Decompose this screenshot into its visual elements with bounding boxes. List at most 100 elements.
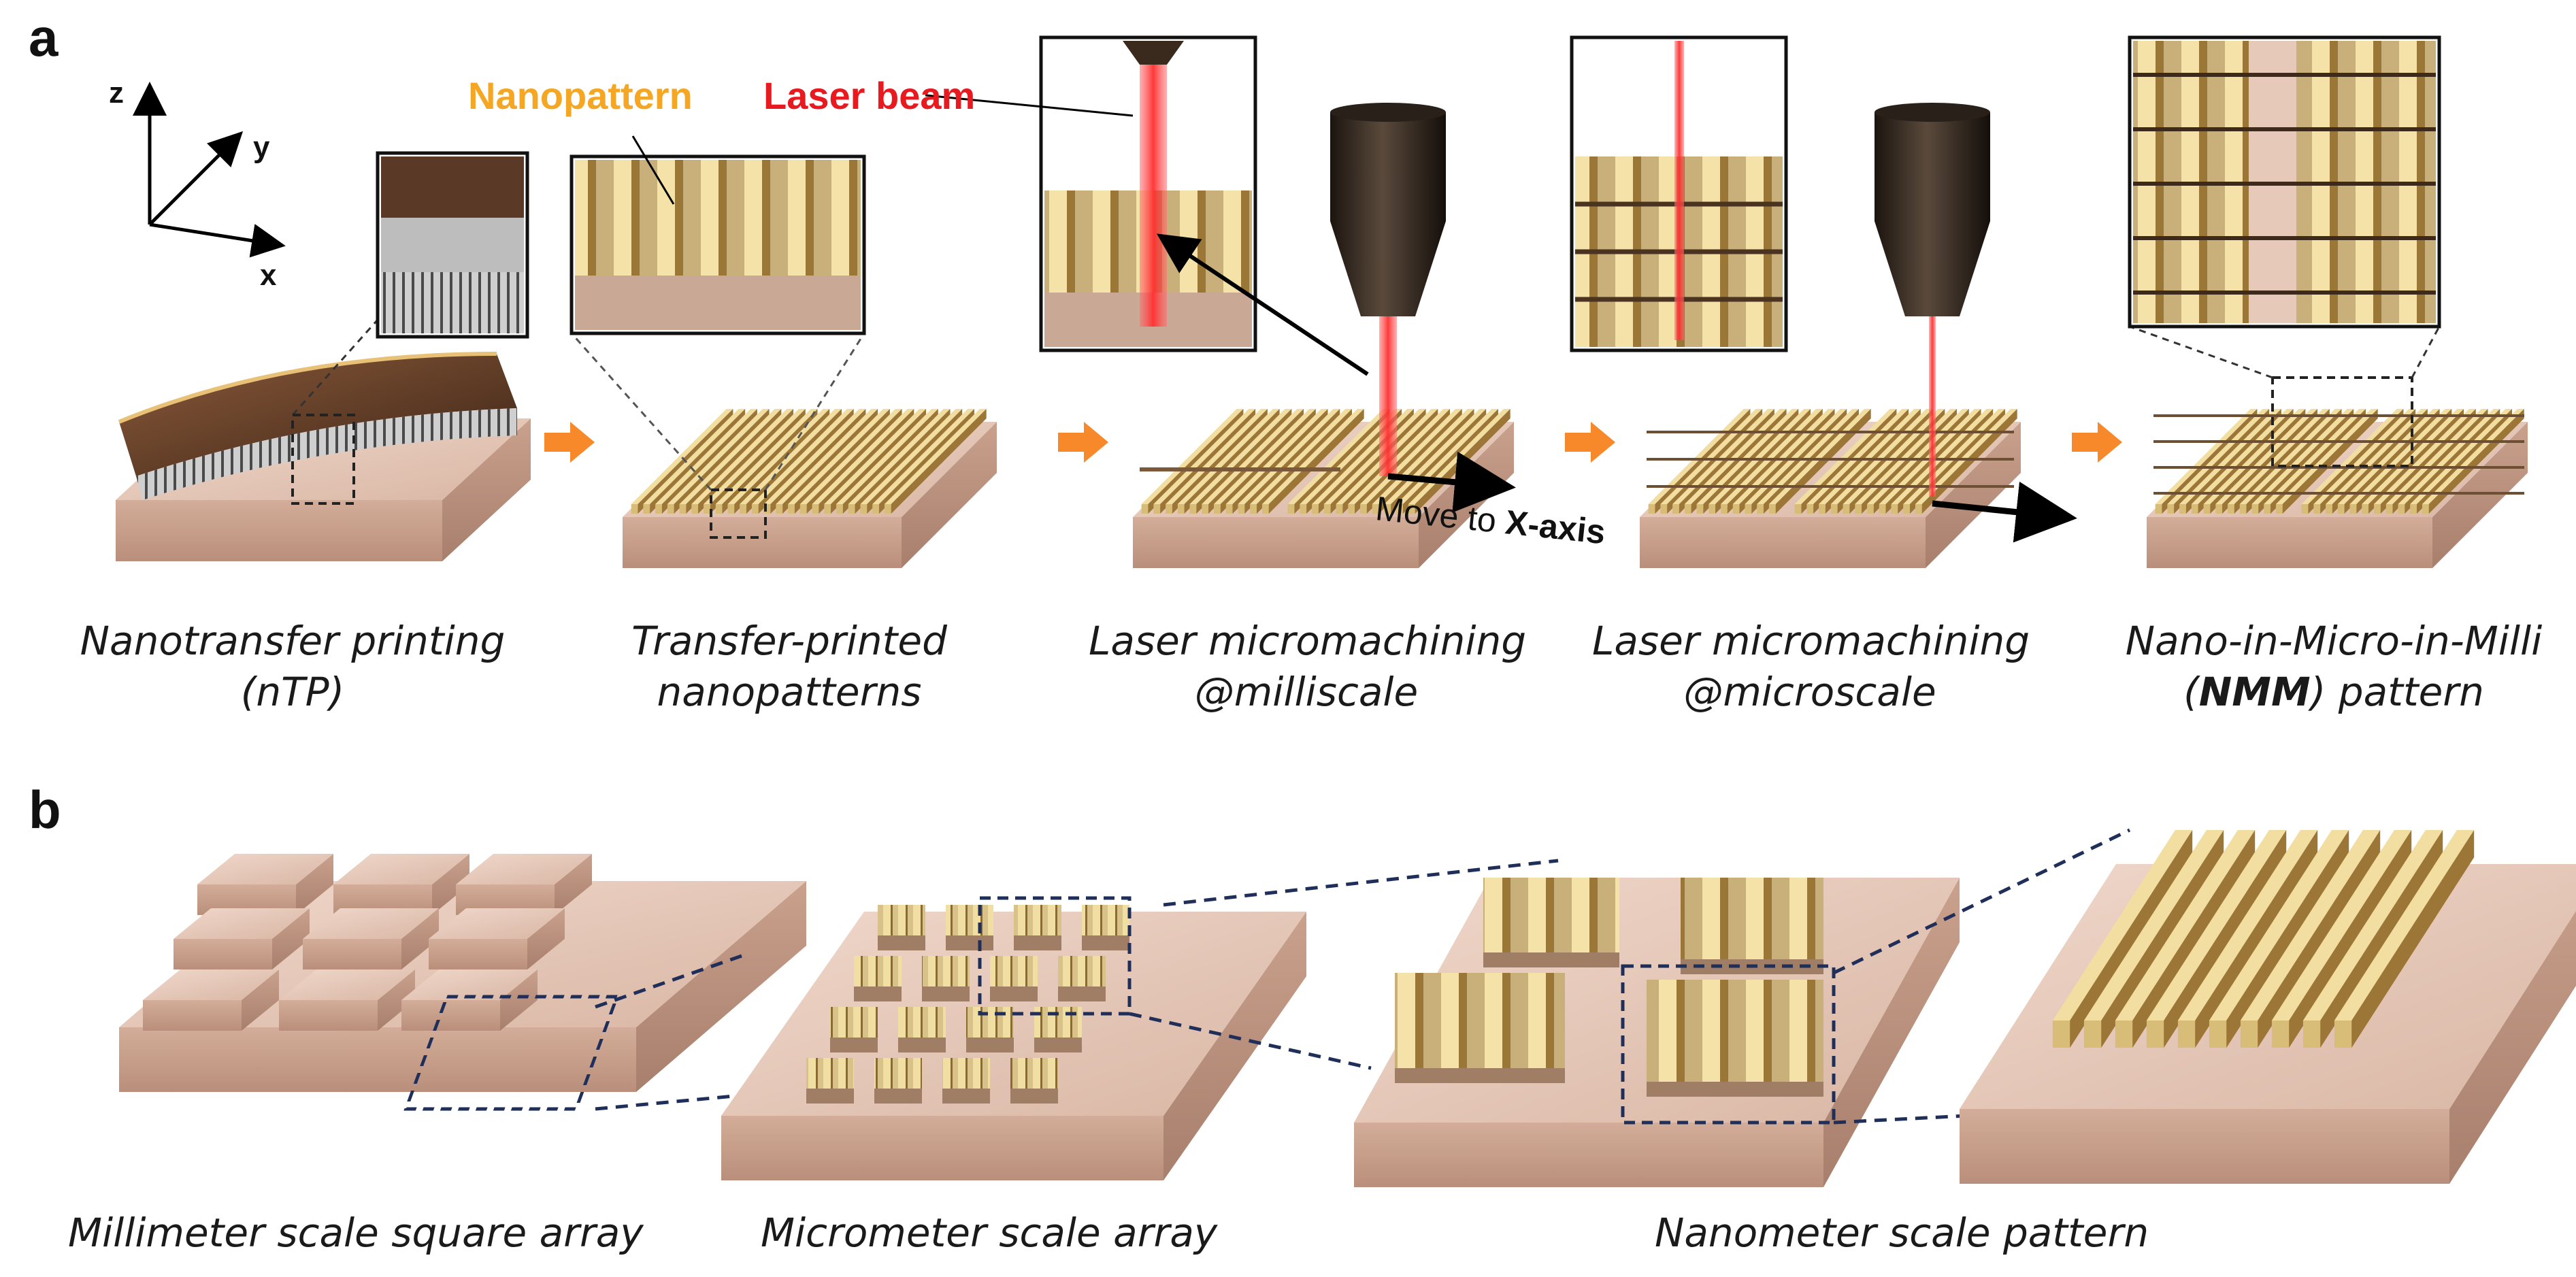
nmm-ridge-left-front	[2251, 504, 2259, 514]
tp-ridge-front	[704, 504, 710, 514]
axis-label-y: y	[253, 131, 270, 164]
nmm-ridge-right-top	[2422, 409, 2524, 504]
step-caption-line1: Nano-in-Micro-in-Milli	[2125, 618, 2543, 664]
tp-ridge-front	[751, 504, 759, 514]
nmm-ridge-left-front	[2155, 504, 2162, 514]
step-caption-line2: @milliscale	[1194, 669, 1419, 716]
b1-square-4-side	[401, 908, 439, 969]
ms-nozzle-cap	[1330, 103, 1446, 122]
b-connector-3a	[1832, 828, 2131, 975]
b4-ridge-side	[2195, 830, 2318, 1048]
b4-ridge-top	[2209, 830, 2349, 1021]
tp-ridge-top	[643, 409, 746, 504]
ms-ridge-left-front	[1214, 504, 1221, 514]
nmm-ridge-right-top	[2349, 409, 2452, 504]
tp-ridge-front	[631, 504, 638, 514]
b3-block-2	[1395, 973, 1565, 1068]
nmm-ridge-left-top	[2167, 409, 2270, 504]
ms-ridge-right-top	[1300, 409, 1402, 504]
tp-ridge-top	[812, 409, 914, 504]
b1-substrate-front	[119, 1027, 636, 1092]
b3-block-3	[1647, 980, 1823, 1082]
nmm-ridge-left-front	[2167, 504, 2175, 514]
tp-ridge-front	[691, 504, 699, 514]
b1-square-8-top	[401, 969, 538, 1000]
tp-ridge-front	[679, 504, 687, 514]
step-caption-microscale: Laser micromachining @microscale	[1592, 616, 2030, 718]
b3-substrate-side	[1823, 878, 1960, 1187]
b2-cell-front	[1082, 935, 1129, 950]
nmm-rest: ) pattern	[2310, 669, 2484, 716]
nmm-zoom-box	[2271, 376, 2413, 467]
nmm-ridge-right-side	[2428, 409, 2524, 514]
nmm-ridge-right-front	[2385, 504, 2393, 514]
nmm-ridge-right-top	[2385, 409, 2488, 504]
ms-ridge-left-front	[1238, 504, 1245, 514]
nmm-ridge-left-front	[2191, 504, 2198, 514]
ms-ridge-right-front	[1287, 504, 1295, 514]
b1-square-8-front	[401, 1000, 500, 1031]
ms-nozzle	[1330, 112, 1446, 316]
ms-ridge-right-front	[1396, 504, 1403, 514]
tp-ridge-front	[667, 504, 674, 514]
ntp-stamp	[119, 354, 517, 476]
ms-ridge-right-top	[1287, 409, 1390, 504]
tp-ridge-top	[872, 409, 974, 504]
b4-ridge-front	[2240, 1021, 2258, 1048]
tp-leader-1	[570, 333, 712, 491]
ms-ridge-left-front	[1261, 504, 1269, 514]
tp-ridge-front	[884, 504, 891, 514]
nmm-ridge-right-top	[2337, 409, 2440, 504]
b4-ridge-front	[2177, 1021, 2196, 1048]
b4-ridge-side	[2070, 830, 2193, 1048]
us-ridge-left-front	[1768, 504, 1776, 514]
nmm-substrate-side	[2432, 422, 2528, 568]
axis-label-z: z	[109, 76, 124, 110]
tp-ridge-top	[860, 409, 963, 504]
b4-ridge-side	[2351, 830, 2475, 1048]
nmm-ridge-right-front	[2326, 504, 2332, 514]
b1-square-3-front	[174, 939, 272, 969]
us-ridge-left-front	[1721, 504, 1728, 514]
tp-ridge-top	[776, 409, 878, 504]
tp-ridge-top	[667, 409, 770, 504]
nmm-ridge-left-front	[2203, 504, 2211, 514]
step-caption-ntp: Nanotransfer printing (nTP)	[75, 616, 510, 718]
b1-square-1-front	[333, 884, 432, 915]
ms-ridge-left-front	[1177, 504, 1185, 514]
b2-cell-front	[854, 986, 902, 1001]
b1-square-5-side	[527, 908, 565, 969]
tp-substrate-front	[623, 517, 902, 568]
b4-substrate-front	[1960, 1109, 2449, 1184]
b2-cell-front	[942, 1089, 990, 1104]
ms-ridge-left-top	[1214, 409, 1316, 504]
tp-substrate-side	[902, 422, 997, 568]
tp-ridge-side	[891, 409, 987, 514]
ntp-inset-bristles	[381, 272, 524, 333]
ms-substrate-front	[1133, 517, 1419, 568]
tp-ridge-top	[824, 409, 927, 504]
ms-inset-nozzle	[1123, 41, 1184, 65]
tp-ridge-top	[763, 409, 866, 504]
tp-ridge-top	[704, 409, 806, 504]
b1-square-4-top	[303, 908, 439, 939]
ms-ridge-right-front	[1372, 504, 1379, 514]
nmm-ridge-left-front	[2215, 504, 2223, 514]
step-caption-line1: Nanotransfer printing	[80, 618, 506, 664]
ms-ridge-right-front	[1323, 504, 1331, 514]
step-microscale	[1570, 35, 2077, 568]
nmm-ridge-right-front	[2301, 504, 2309, 514]
tp-ridge-top	[679, 409, 782, 504]
us-nozzle	[1875, 112, 1990, 316]
tp-ridge-top	[836, 409, 938, 504]
ms-ridge-right-top	[1348, 409, 1451, 504]
b2-substrate-side	[1163, 912, 1306, 1180]
tp-inset-substrate	[575, 276, 861, 330]
b2-cell-top	[966, 1007, 1014, 1038]
step-nmm	[2128, 35, 2528, 568]
b4-ridge-side	[2101, 830, 2224, 1048]
us-ridge-right-front	[1806, 504, 1814, 514]
tp-leader-2	[764, 333, 865, 491]
laser-beam-callout: Laser beam	[763, 74, 976, 117]
us-ridge-left-front	[1745, 504, 1752, 514]
